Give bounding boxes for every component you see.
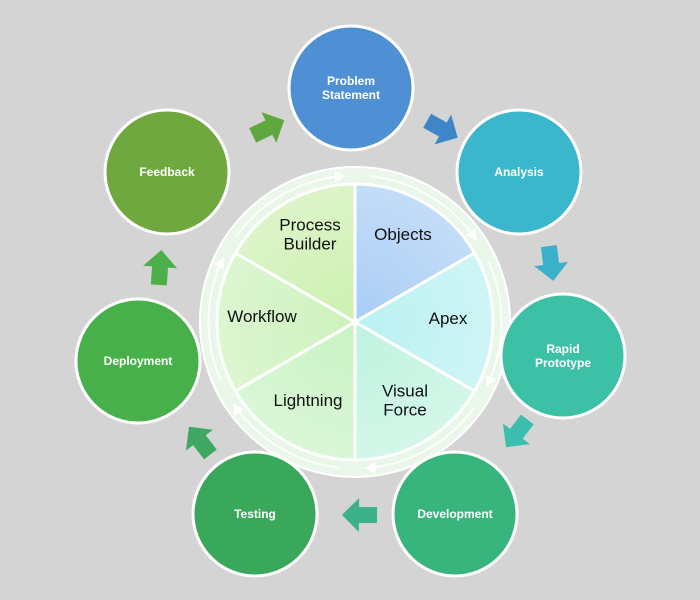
connector-arrow [342, 497, 378, 532]
connector-arrow [423, 113, 458, 145]
node-circle [74, 297, 202, 425]
ring-arrow-head [485, 374, 497, 387]
node-deployment: Deployment [74, 297, 202, 425]
arrow-shape [534, 245, 568, 281]
ring-arrow-head [334, 170, 345, 183]
ring-arrow-head [365, 461, 376, 474]
node-circle [499, 292, 627, 420]
connector-arrow [249, 112, 285, 143]
node-label-feedback: Feedback [139, 165, 195, 179]
segment-label-lightning: Lightning [273, 391, 342, 410]
segment-label-workflow: Workflow [227, 307, 297, 326]
node-circle [191, 450, 319, 578]
node-analysis: Analysis [455, 108, 583, 236]
segment-label-apex: Apex [429, 309, 468, 328]
ring-arrow-head [465, 228, 477, 241]
node-development: Development [391, 450, 519, 578]
node-feedback: Feedback [103, 108, 231, 236]
node-circle [391, 450, 519, 578]
ring-arrow-arc [232, 403, 340, 469]
ring-arrow-arc [365, 407, 475, 470]
arrow-shape [423, 113, 458, 145]
segment-label-objects: Objects [374, 225, 432, 244]
arrow-shape [249, 112, 285, 143]
node-circle [455, 108, 583, 236]
arrow-shape [185, 426, 217, 460]
ring-arrow-head [233, 403, 245, 416]
arrow-shape [143, 250, 178, 286]
node-circle [287, 24, 415, 152]
connector-arrow [143, 250, 178, 286]
connector-arrow [534, 245, 568, 281]
ring-arrow-arc [370, 175, 478, 241]
connector-arrow [185, 426, 217, 460]
arrow-shape [342, 497, 378, 532]
node-label-testing: Testing [234, 507, 276, 521]
ring-arrow-arc [485, 262, 503, 387]
node-label-development: Development [417, 507, 492, 521]
ring-arrow-arc [207, 257, 225, 382]
arrow-shape [502, 414, 534, 448]
connector-arrow [502, 414, 534, 448]
node-label-analysis: Analysis [494, 165, 544, 179]
node-testing: Testing [191, 450, 319, 578]
node-circle [103, 108, 231, 236]
node-label-deployment: Deployment [104, 354, 173, 368]
ring-arrow-arc [235, 174, 345, 237]
ring-arrow-head [213, 257, 225, 270]
